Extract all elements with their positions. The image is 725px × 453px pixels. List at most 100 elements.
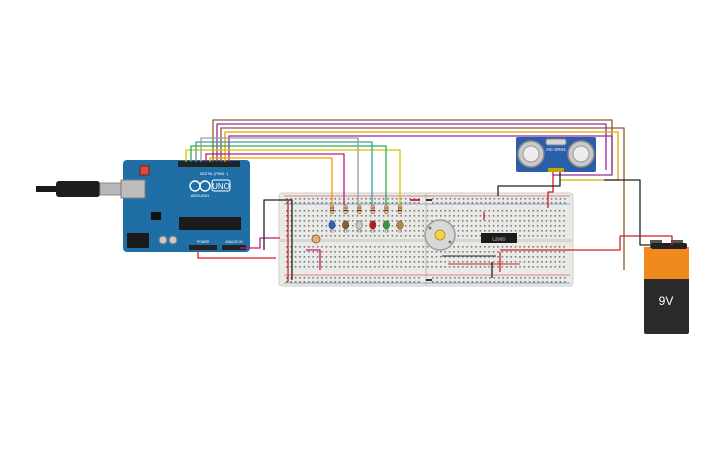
- breadboard-hole: [528, 251, 530, 253]
- breadboard-hole: [558, 266, 561, 268]
- wire[interactable]: [228, 135, 613, 176]
- breadboard-hole: [501, 266, 504, 268]
- breadboard-hole: [484, 202, 487, 204]
- breadboard-hole: [492, 266, 495, 268]
- breadboard-hole: [554, 235, 556, 237]
- breadboard-hole: [541, 210, 543, 212]
- breadboard-hole: [303, 251, 306, 253]
- breadboard-hole: [554, 256, 556, 258]
- reset-button[interactable]: [139, 165, 150, 176]
- breadboard-hole: [542, 277, 544, 279]
- motor-driver-chip[interactable]: L293D: [481, 233, 517, 243]
- resistor[interactable]: [329, 204, 335, 215]
- breadboard-hole: [316, 261, 319, 263]
- breadboard-hole: [435, 261, 438, 263]
- led-white[interactable]: [355, 220, 363, 230]
- breadboard-hole: [360, 202, 363, 204]
- breadboard-hole: [396, 198, 398, 200]
- breadboard-hole: [409, 230, 411, 232]
- breadboard-hole: [462, 277, 465, 279]
- photoresistor[interactable]: [311, 234, 321, 244]
- breadboard-hole: [299, 230, 301, 232]
- breadboard-hole: [510, 266, 512, 268]
- breadboard-hole: [558, 225, 561, 227]
- wire[interactable]: [185, 149, 401, 205]
- breadboard-hole: [290, 261, 292, 263]
- wire[interactable]: [604, 179, 650, 246]
- breadboard-hole: [440, 198, 443, 200]
- breadboard-hole: [445, 198, 447, 200]
- wire[interactable]: [306, 249, 321, 270]
- breadboard-hole: [396, 281, 398, 283]
- breadboard-hole: [312, 251, 314, 253]
- breadboard-hole: [537, 277, 540, 279]
- wire[interactable]: [497, 172, 561, 196]
- breadboard-hole: [510, 261, 512, 263]
- breadboard-hole: [426, 261, 429, 263]
- led-yellow[interactable]: [396, 220, 404, 230]
- breadboard-hole: [378, 210, 380, 212]
- breadboard-hole: [532, 266, 534, 268]
- breadboard-hole: [418, 256, 420, 258]
- breadboard-hole: [458, 198, 460, 200]
- breadboard-hole: [475, 220, 477, 222]
- resistor[interactable]: [397, 204, 403, 215]
- breadboard-hole: [387, 235, 389, 237]
- breadboard-hole: [374, 277, 376, 279]
- wire[interactable]: [197, 250, 276, 259]
- wire[interactable]: [240, 237, 280, 249]
- battery-9v[interactable]: 9V: [644, 240, 689, 334]
- wire[interactable]: [200, 137, 359, 205]
- wire[interactable]: [209, 157, 333, 205]
- wire[interactable]: [216, 123, 607, 170]
- breadboard-hole: [510, 251, 512, 253]
- ultrasonic-sensor[interactable]: HC-SR04: [516, 137, 596, 172]
- breadboard-hole: [303, 277, 306, 279]
- usb-cable[interactable]: [36, 181, 123, 197]
- resistor[interactable]: [357, 204, 362, 215]
- resistor[interactable]: [384, 204, 389, 215]
- wire[interactable]: [500, 235, 673, 251]
- wire[interactable]: [547, 172, 554, 208]
- led-brown[interactable]: [342, 220, 349, 230]
- dc-motor[interactable]: [424, 219, 456, 251]
- breadboard-hole: [294, 235, 297, 237]
- breadboard-hole: [467, 198, 469, 200]
- breadboard-hole: [294, 215, 297, 217]
- breadboard-hole: [352, 261, 354, 263]
- breadboard-hole: [545, 261, 548, 263]
- breadboard-hole: [457, 246, 460, 248]
- breadboard-hole: [488, 220, 490, 222]
- wire[interactable]: [263, 199, 293, 280]
- regulator: [151, 212, 161, 220]
- breadboard-hole: [391, 251, 394, 253]
- breadboard-hole: [550, 281, 553, 283]
- breadboard-hole: [321, 266, 323, 268]
- breadboard-hole: [554, 266, 556, 268]
- wire[interactable]: [205, 153, 345, 205]
- breadboard-hole: [400, 235, 402, 237]
- resistor[interactable]: [343, 204, 348, 215]
- breadboard-hole: [493, 277, 496, 279]
- breadboard-hole: [312, 198, 314, 200]
- breadboard-hole: [524, 198, 526, 200]
- breadboard-hole: [484, 281, 487, 283]
- breadboard-hole: [541, 215, 543, 217]
- led-green[interactable]: [382, 220, 390, 230]
- wire[interactable]: [220, 127, 625, 270]
- led-blue[interactable]: [328, 220, 336, 230]
- resistor[interactable]: [370, 204, 375, 215]
- breadboard-hole: [457, 225, 460, 227]
- breadboard-hole: [352, 277, 354, 279]
- wire[interactable]: [195, 141, 373, 205]
- breadboard-hole: [391, 256, 394, 258]
- breadboard-hole: [554, 220, 556, 222]
- arduino-uno-board[interactable]: UNO ARDUINO DIGITAL (PWM ~) POWER ANALOG…: [120, 160, 250, 252]
- breadboard-hole: [479, 225, 482, 227]
- breadboard-hole: [374, 235, 376, 237]
- wire[interactable]: [190, 145, 387, 205]
- led-red[interactable]: [369, 220, 377, 230]
- breadboard-hole: [308, 220, 310, 222]
- breadboard-hole: [360, 210, 363, 212]
- breadboard-hole: [404, 198, 407, 200]
